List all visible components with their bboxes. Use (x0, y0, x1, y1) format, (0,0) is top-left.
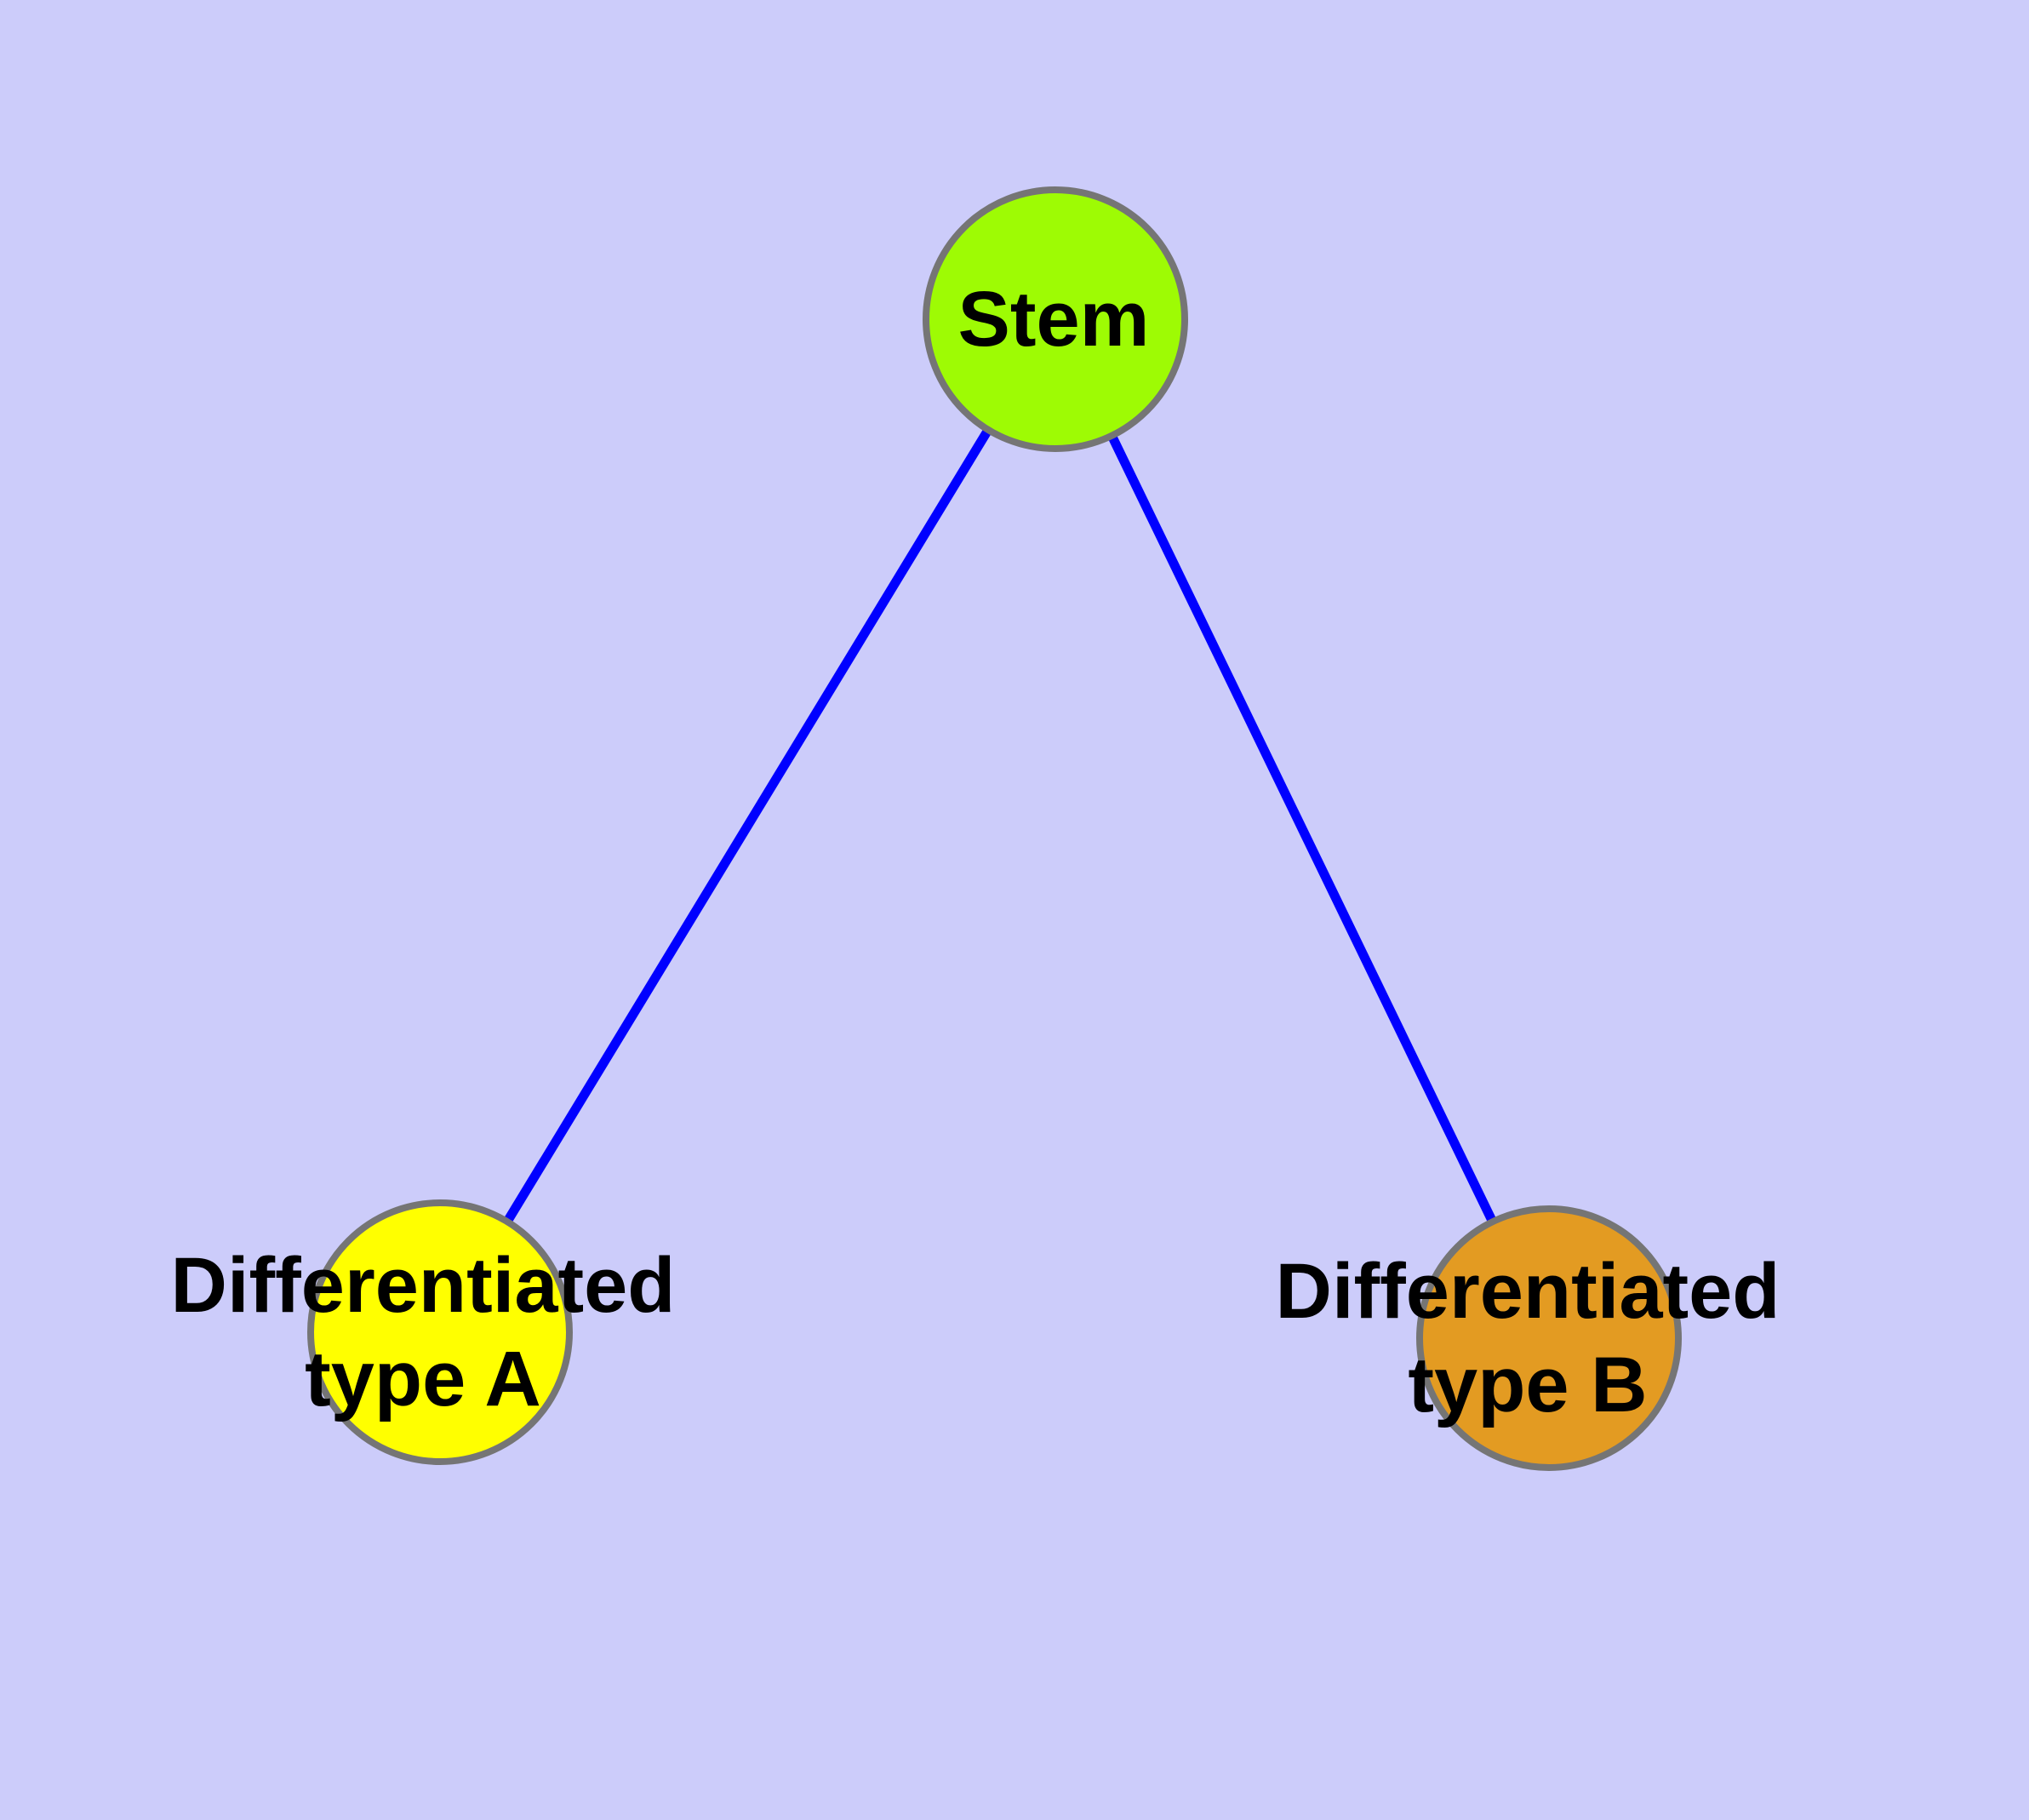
edges-layer (436, 317, 1553, 1341)
edge-stem-to-diff-a[interactable] (436, 317, 1060, 1335)
node-stem-label: Stem (958, 276, 1150, 363)
node-diff-a-circle[interactable] (307, 1199, 573, 1465)
edge-stem-to-diff-b[interactable] (1051, 317, 1553, 1341)
node-diff-b[interactable] (1416, 1205, 1682, 1471)
node-diff-b-circle[interactable] (1416, 1205, 1682, 1471)
node-stem-label-line-0: Stem (958, 276, 1150, 363)
node-diff-a-label-line-1: type A (305, 1336, 541, 1422)
node-diff-a-label-line-0: Differentiated (171, 1242, 676, 1329)
node-stem[interactable] (923, 186, 1188, 452)
node-diff-a[interactable] (307, 1199, 573, 1465)
nodes-layer (307, 186, 1682, 1471)
node-stem-circle[interactable] (923, 186, 1188, 452)
node-diff-b-label-line-1: type B (1408, 1342, 1647, 1428)
node-diff-b-label-line-0: Differentiated (1276, 1248, 1780, 1335)
